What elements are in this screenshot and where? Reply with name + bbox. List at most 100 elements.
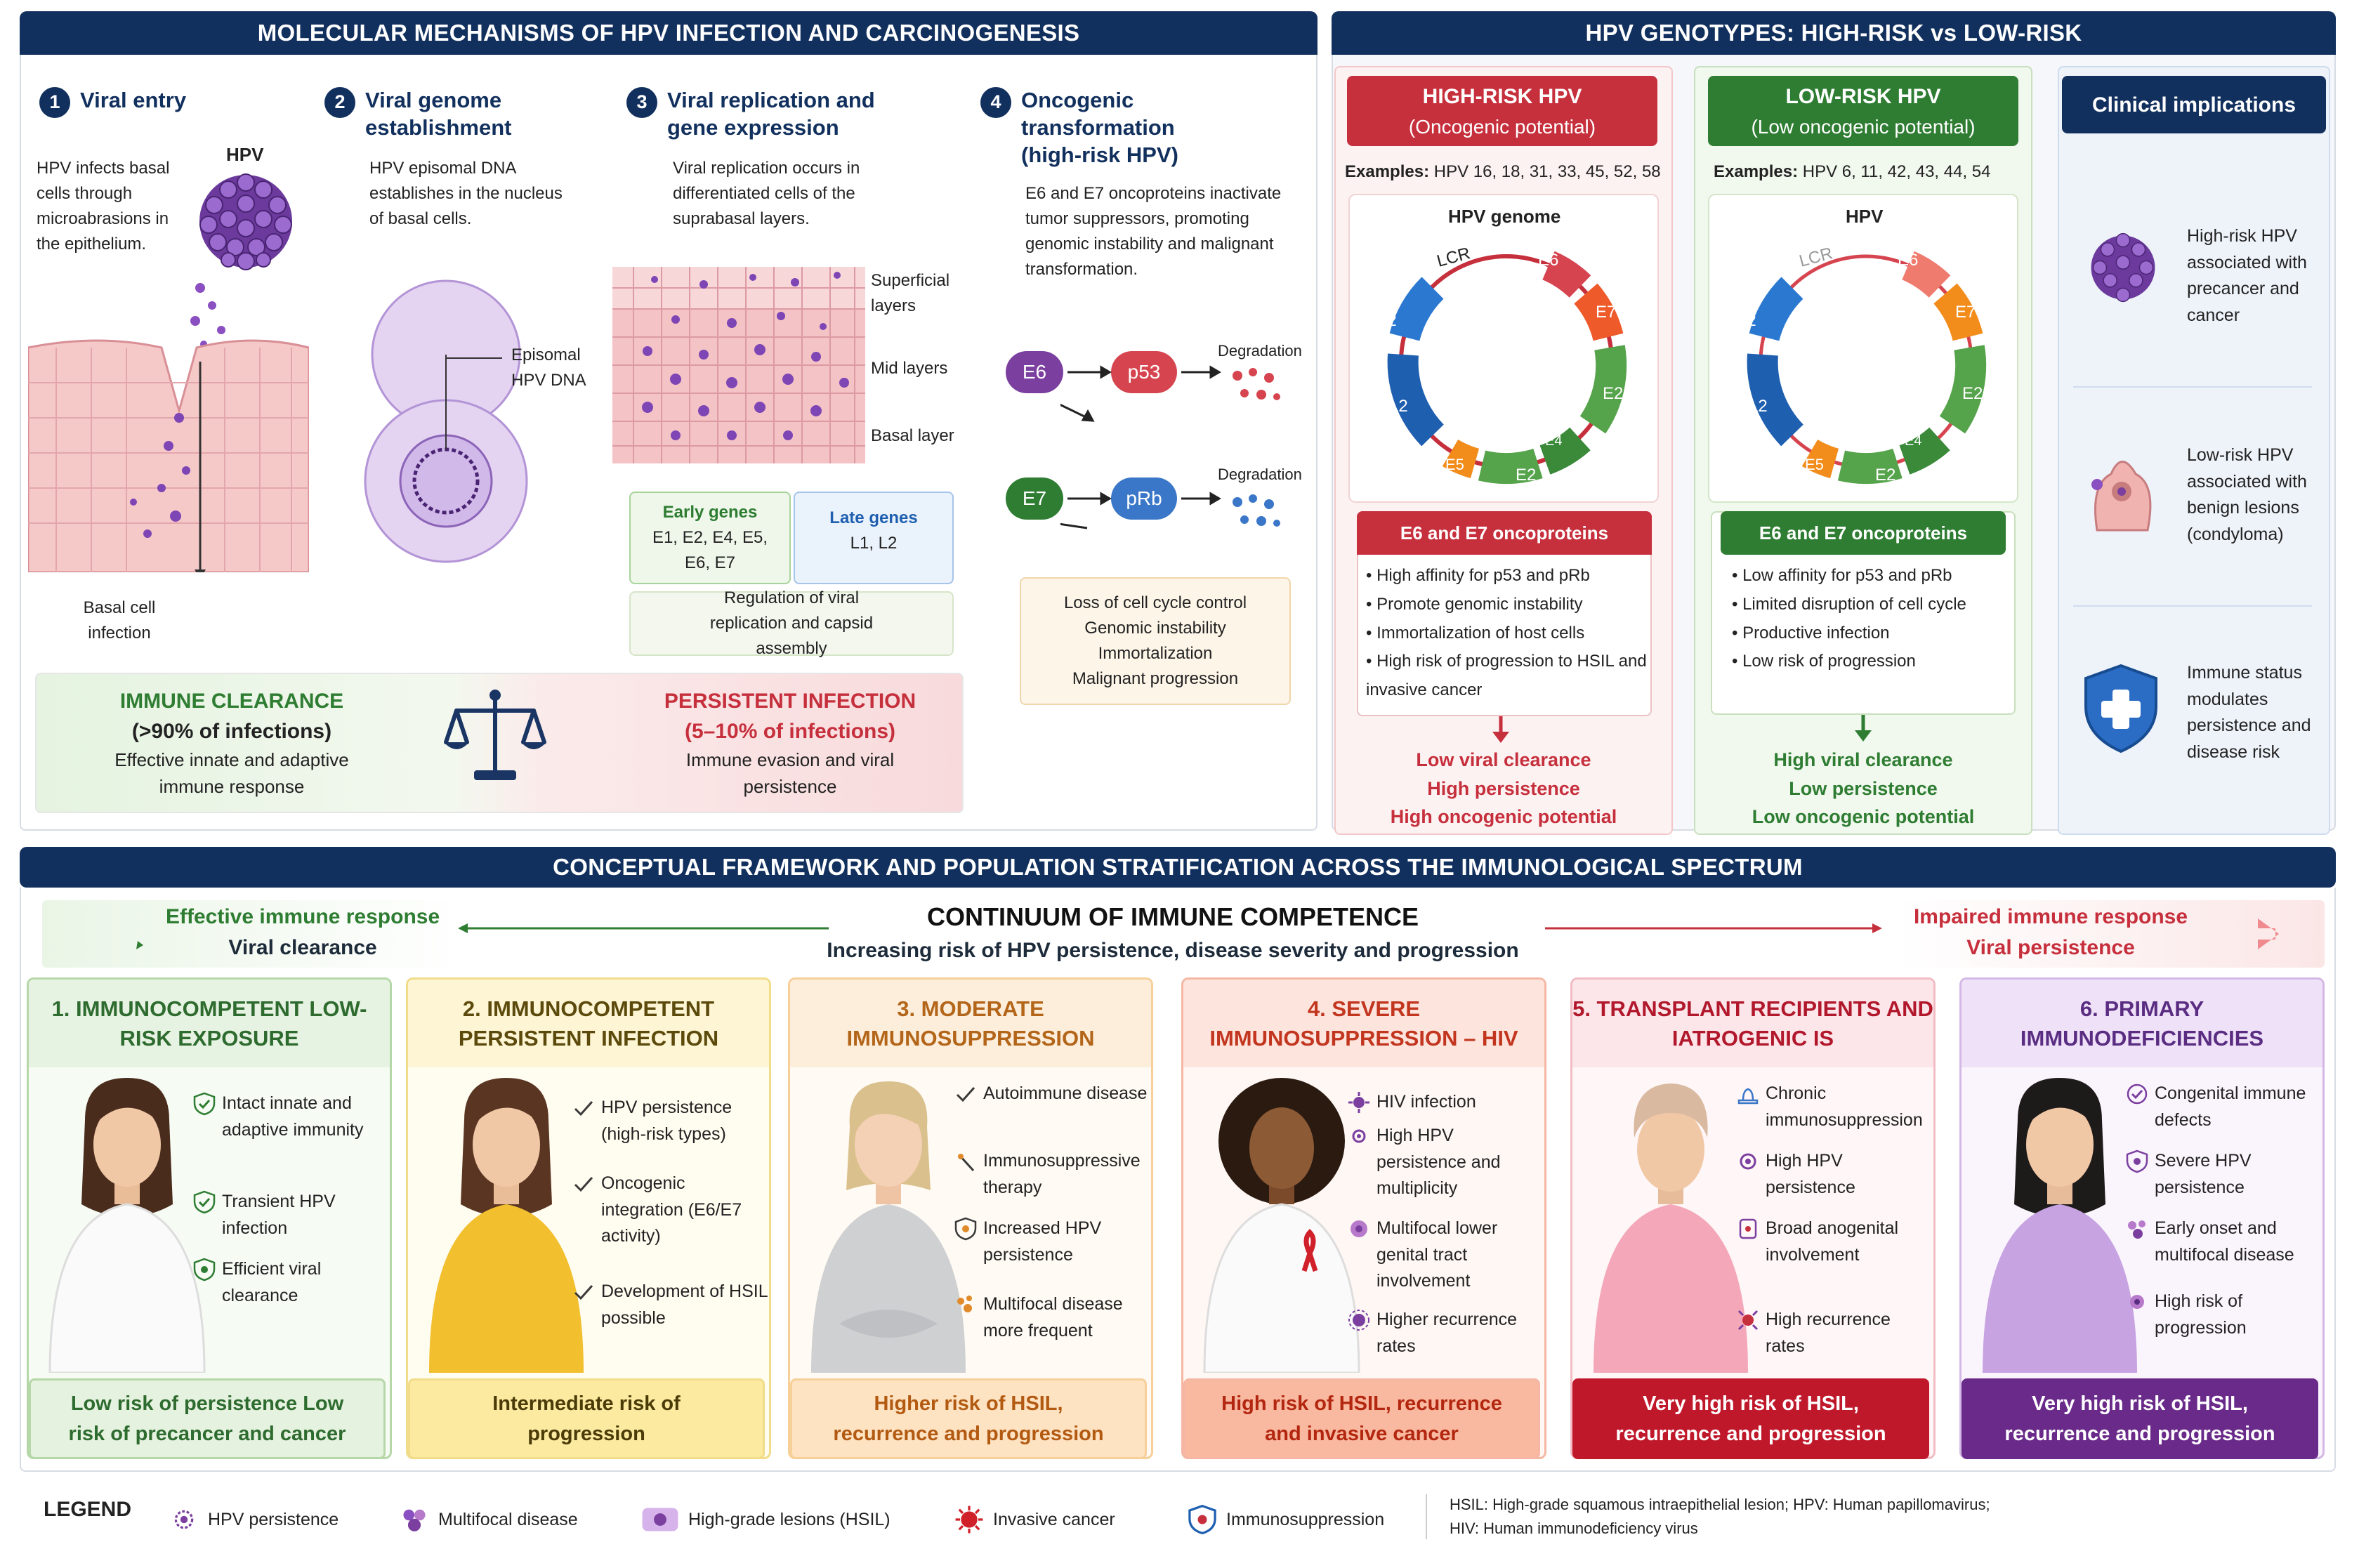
card-feature: Development of HSIL possible — [574, 1279, 770, 1331]
bullet: Low affinity for p53 and pRb — [1732, 562, 2013, 591]
population-card-5: 5. TRANSPLANT RECIPIENTS AND IATROGENIC … — [1570, 977, 1936, 1459]
card-feature: Autoimmune disease — [956, 1081, 1152, 1107]
card-feature: High risk of progression — [2130, 1289, 2323, 1341]
genome-label-e7: E7 — [1596, 303, 1617, 322]
checkmark-icon — [574, 1177, 593, 1192]
legend-item: High-grade lesions (HSIL) — [640, 1504, 891, 1535]
step-2-text: HPV episomal DNA establishes in the nucl… — [369, 159, 563, 228]
card-feature: Multifocal disease more frequent — [957, 1291, 1152, 1344]
card-title: 5. TRANSPLANT RECIPIENTS AND IATROGENIC … — [1572, 980, 1933, 1067]
multifocal-icon — [2128, 1220, 2146, 1239]
bullet: Promote genomic instability — [1366, 591, 1650, 619]
card-feature: Chronic immunosuppression — [1737, 1081, 1934, 1133]
hpv-persistence-icon — [174, 1510, 194, 1529]
feature-text: HIV infection — [1376, 1092, 1476, 1112]
late-genes-title: Late genes — [829, 508, 918, 527]
continuum-center: CONTINUUM OF IMMUNE COMPETENCE Increasin… — [794, 899, 1552, 966]
high-risk-onco-title: E6 and E7 oncoproteins — [1357, 511, 1652, 555]
check-shield-icon — [193, 1190, 216, 1214]
mechanisms-header: MOLECULAR MECHANISMS OF HPV INFECTION AN… — [20, 11, 1318, 55]
card-title: 2. IMMUNOCOMPETENT PERSISTENT INFECTION — [408, 980, 769, 1067]
recurrence-icon — [1737, 1310, 1759, 1331]
immunosuppression-shield-icon — [1188, 1504, 1216, 1535]
framework-header: CONCEPTUAL FRAMEWORK AND POPULATION STRA… — [20, 847, 2336, 888]
high-risk-genome-label: HPV genome — [1448, 206, 1561, 227]
high-risk-down-arrow — [1492, 716, 1509, 743]
persistent-text: Immune evasion and viral persistence — [685, 749, 895, 797]
step-number: 3 — [626, 87, 657, 118]
layer-label-mid: Mid layers — [871, 359, 948, 378]
step-4-header: 4 Oncogenic transformation (high-risk HP… — [980, 87, 1219, 169]
feature-text: Early onset and multifocal disease — [2155, 1218, 2294, 1265]
e7-node: E7 — [1006, 477, 1063, 520]
card-title: 4. SEVERE IMMUNOSUPPRESSION – HIV — [1183, 980, 1544, 1067]
examples-label: Examples: — [1714, 162, 1799, 181]
outcome-line: High persistence — [1427, 777, 1580, 799]
clearance-title: IMMUNE CLEARANCE — [119, 689, 344, 713]
feature-text: High risk of progression — [2155, 1291, 2247, 1338]
hpv-virion-icon — [199, 173, 292, 270]
outcome-line: Low oncogenic potential — [1752, 806, 1975, 827]
card-feature: Efficient viral clearance — [193, 1256, 390, 1309]
hpv-virion-icon — [2091, 232, 2155, 303]
anogenital-icon — [1739, 1218, 1757, 1239]
legend-abbreviations: HSIL: High-grade squamous intraepithelia… — [1450, 1493, 1990, 1541]
transplant-organ-icon — [1737, 1088, 1759, 1105]
clinical-title: Clinical implications — [2062, 76, 2326, 133]
person-avatar — [811, 1081, 966, 1373]
clearance-pct: (>90% of infections) — [131, 720, 332, 744]
card-feature: High HPV persistence and multiplicity — [1352, 1123, 1545, 1202]
person-avatar — [1203, 1078, 1360, 1373]
genome-label-e2b: E2 — [1516, 466, 1537, 485]
population-card-1: 1. IMMUNOCOMPETENT LOW-RISK EXPOSURE Int… — [27, 977, 392, 1459]
p53-fragments-icon — [1233, 368, 1280, 400]
step-3-header: 3 Viral replication and gene expression — [626, 87, 921, 142]
genome-label-e5: E5 — [1445, 456, 1464, 473]
low-risk-genome-map — [1747, 251, 1987, 484]
population-card-2: 2. IMMUNOCOMPETENT PERSISTENT INFECTION … — [406, 977, 771, 1459]
examples-list: HPV 16, 18, 31, 33, 45, 52, 58 — [1433, 162, 1661, 181]
cell-nucleus-illustration — [364, 279, 528, 563]
legend-item: Invasive cancer — [954, 1504, 1115, 1535]
card-risk-footer: Very high risk of HSIL, recurrence and p… — [1962, 1378, 2318, 1459]
card-feature: Higher recurrence rates — [1348, 1307, 1545, 1359]
card-risk-footer: Intermediate risk of progression — [408, 1378, 765, 1459]
epithelium-entry-illustration — [28, 283, 309, 572]
feature-text: Chronic immunosuppression — [1766, 1083, 1923, 1130]
feature-text: Broad anogenital involvement — [1766, 1218, 1899, 1265]
step-title: Viral replication and gene expression — [667, 88, 875, 140]
feature-text: High HPV persistence and multiplicity — [1376, 1126, 1501, 1198]
low-risk-down-arrow — [1855, 715, 1872, 742]
feature-text: Higher recurrence rates — [1376, 1310, 1518, 1356]
card-title: 6. PRIMARY IMMUNODEFICIENCIES — [1962, 980, 2322, 1067]
multifocal-disease-icon — [403, 1509, 426, 1531]
genotypes-header: HPV GENOTYPES: HIGH-RISK vs LOW-RISK — [1332, 11, 2336, 55]
card-feature: Early onset and multifocal disease — [2128, 1215, 2323, 1268]
bullet: Limited disruption of cell cycle — [1732, 591, 2013, 619]
bullet: High affinity for p53 and pRb — [1366, 562, 1650, 591]
continuum-subtitle: Increasing risk of HPV persistence, dise… — [827, 939, 1519, 963]
feature-text: Intact innate and adaptive immunity — [222, 1093, 364, 1140]
clinical-column — [2058, 66, 2330, 835]
clinical-item-1: High-risk HPV associated with precancer … — [2187, 226, 2307, 325]
continuum-title: CONTINUUM OF IMMUNE COMPETENCE — [927, 902, 1419, 931]
card-feature: Transient HPV infection — [193, 1189, 390, 1241]
immune-clearance-box: IMMUNE CLEARANCE (>90% of infections) Ef… — [63, 683, 400, 803]
low-risk-subtitle: (Low oncogenic potential) — [1751, 115, 1976, 138]
high-risk-title: HIGH-RISK HPV — [1422, 84, 1582, 108]
feature-text: Multifocal disease more frequent — [983, 1294, 1123, 1340]
p53-node: p53 — [1111, 351, 1177, 393]
step-number: 1 — [39, 87, 70, 118]
genome-label-e7: E7 — [1955, 303, 1976, 322]
card-risk-footer: Low risk of persistence Low risk of prec… — [29, 1378, 386, 1459]
layer-label-superficial: Superficial layers — [871, 271, 950, 315]
virus-shield-icon — [193, 1258, 216, 1282]
clinical-item-3: Immune status modulates persistence and … — [2187, 663, 2311, 762]
episomal-dna-label: Episomal HPV DNA — [511, 345, 586, 390]
degradation-label-1: Degradation — [1218, 342, 1302, 360]
outcome-line: High oncogenic potential — [1390, 806, 1617, 827]
recurrence-icon — [1348, 1310, 1369, 1331]
genome-label-l2b: L2 — [1749, 397, 1768, 416]
persistent-infection-box: PERSISTENT INFECTION (5–10% of infection… — [618, 683, 962, 803]
person-avatar — [48, 1078, 206, 1373]
